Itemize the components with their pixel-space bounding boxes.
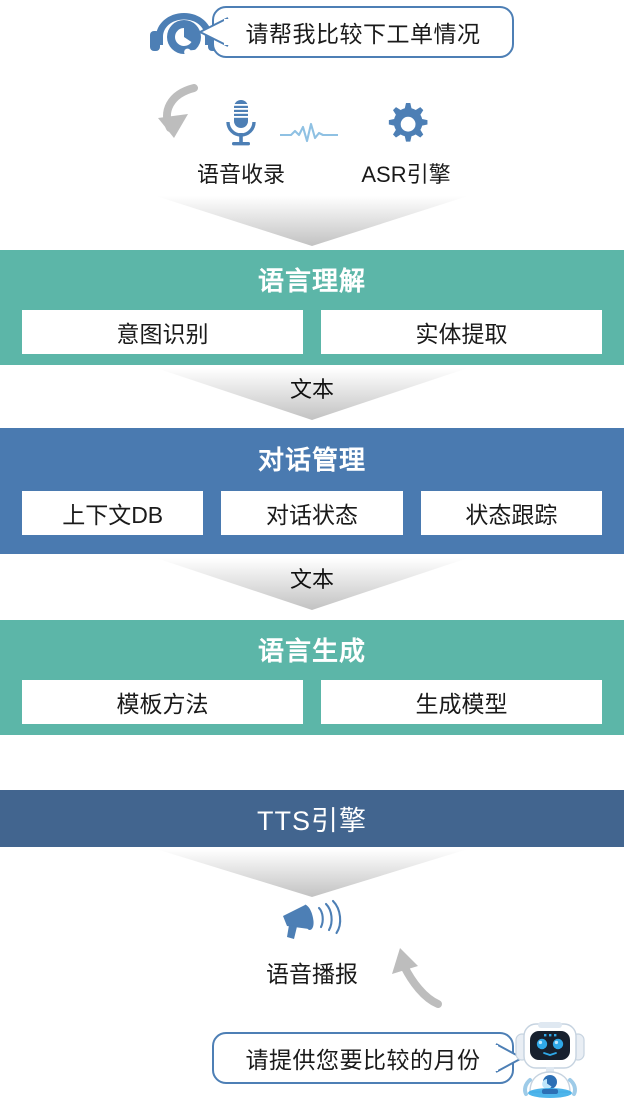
stage-box-entity-extraction[interactable]: 实体提取 <box>321 310 602 354</box>
connector-dm-to-nlg: 文本 <box>156 558 468 610</box>
robot-assistant-icon <box>515 1022 585 1098</box>
user-bubble-text: 请帮我比较下工单情况 <box>245 21 481 47</box>
microphone-icon <box>226 100 256 146</box>
asr-engine-item: ASR引擎 <box>330 98 482 189</box>
stage-title-tts: TTS引擎 <box>257 806 367 836</box>
bot-speech-bubble: 请提供您要比较的月份 <box>212 1032 514 1084</box>
stage-title-nlu: 语言理解 <box>257 266 366 296</box>
headset-icon <box>140 6 228 62</box>
stage-title-dm: 对话管理 <box>257 445 366 475</box>
flow-arrow-to-speech <box>392 948 442 1008</box>
connector-nlu-to-dm: 文本 <box>156 368 468 420</box>
stage-box-intent-recognition[interactable]: 意图识别 <box>22 310 303 354</box>
megaphone-icon <box>283 899 342 939</box>
connector-label-text-1: 文本 <box>289 377 334 402</box>
stage-box-context-db[interactable]: 上下文DB <box>22 491 204 535</box>
gear-icon <box>388 103 428 142</box>
flow-arrow-to-capture <box>158 84 198 138</box>
stage-band-dm: 对话管理 上下文DB 对话状态 状态跟踪 <box>0 428 624 554</box>
asr-engine-label: ASR引擎 <box>361 162 451 187</box>
stage-band-tts: TTS引擎 <box>0 790 624 847</box>
voice-capture-label: 语音收录 <box>196 162 285 187</box>
voice-capture-item: 语音收录 <box>168 98 314 189</box>
user-speech-bubble: 请帮我比较下工单情况 <box>212 6 514 58</box>
user-bubble-tail <box>199 17 230 47</box>
connector-label-text-2: 文本 <box>289 567 334 592</box>
stage-box-generative-model[interactable]: 生成模型 <box>321 680 602 724</box>
stage-box-template-method[interactable]: 模板方法 <box>22 680 303 724</box>
connector-tts-to-speech <box>156 849 468 897</box>
speech-output-label: 语音播报 <box>266 961 358 987</box>
stage-band-nlg: 语言生成 模板方法 生成模型 <box>0 620 624 735</box>
bot-bubble-text: 请提供您要比较的月份 <box>245 1047 481 1073</box>
stage-box-dialog-state[interactable]: 对话状态 <box>221 491 403 535</box>
stage-band-nlu: 语言理解 意图识别 实体提取 <box>0 250 624 365</box>
stage-box-state-tracking[interactable]: 状态跟踪 <box>420 491 602 535</box>
audio-waveform-icon <box>280 122 338 143</box>
connector-capture-to-nlu <box>156 196 468 246</box>
stage-title-nlg: 语言生成 <box>257 636 366 666</box>
capture-icon-row: 语音收录 ASR引擎 <box>0 98 624 194</box>
